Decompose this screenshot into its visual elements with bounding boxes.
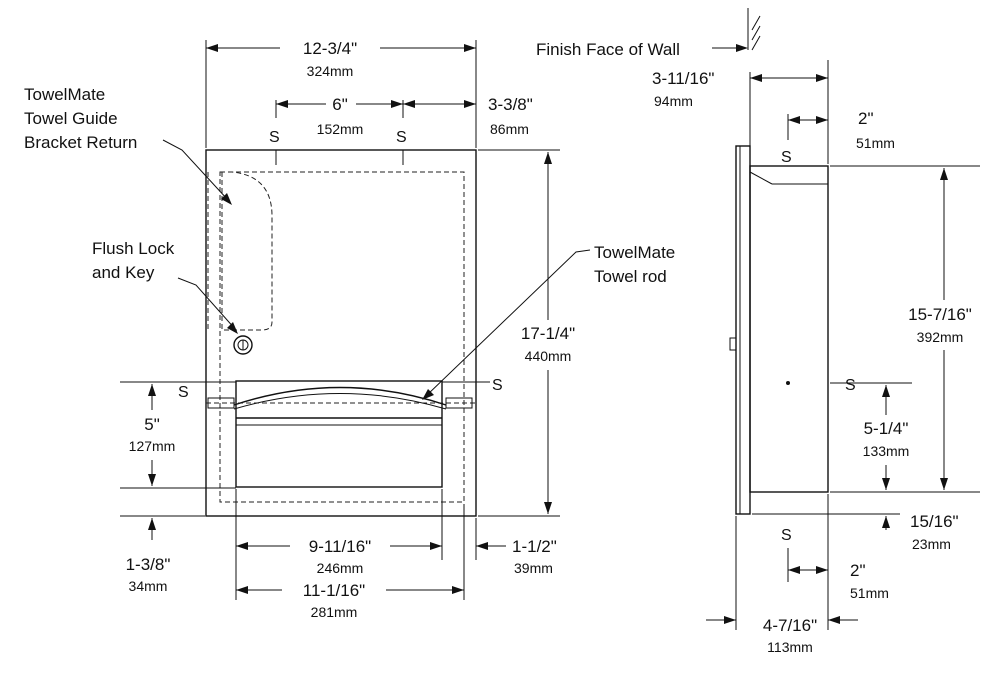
screw-symbol-top-right: S [396,129,407,146]
dim-screw-spacing-mm: 152mm [317,121,364,137]
dispensing-opening [235,380,443,488]
dim-screw-height: 5-1/4" [864,419,909,438]
callout-bracket-leader [162,139,229,201]
dim-side-margin-mm: 39mm [514,560,553,576]
front-flange-outline [205,149,477,517]
side-view: Finish Face of Wall 3-11/16" 94mm 2" 51m… [536,8,990,655]
dim-screw-height-mm: 133mm [863,443,910,459]
dim-inner-width: 11-1/16" [303,581,365,600]
side-lock-knob [729,337,737,351]
side-flange [735,145,751,515]
dim-body-height-mm: 392mm [917,329,964,345]
dim-top-screw-depth: 2" [858,109,874,128]
dim-overall-width-mm: 324mm [307,63,354,79]
dim-screw-spacing: 6" [332,95,348,114]
screw-symbol-right: S [492,377,503,394]
screw-symbol-top-left: S [269,129,280,146]
front-cabinet-hidden-outline [219,171,465,503]
towel-guide-bracket-shape [221,171,273,331]
callout-rod-line-2: Towel rod [594,267,667,286]
callout-lock-line-2: and Key [92,263,155,282]
towel-rod-arc [233,386,447,406]
screw-symbol-side-middle: S [845,377,856,394]
dim-screw-edge: 3-3/8" [488,95,533,114]
dim-total-depth-mm: 113mm [767,639,813,655]
callout-rod-line-1: TowelMate [594,243,675,262]
dim-overall-width: 12-3/4" [303,39,357,58]
dim-bottom-screw-depth-mm: 51mm [850,585,889,601]
callout-bracket-line-2: Towel Guide [24,109,118,128]
callout-lock-line-1: Flush Lock [92,239,175,258]
dim-side-screw-height-mm: 127mm [129,438,176,454]
dim-side-margin: 1-1/2" [512,537,557,556]
screw-symbol-side-top: S [781,149,792,166]
dim-inner-width-mm: 281mm [311,604,358,620]
screw-symbol-side-bottom: S [781,527,792,544]
dim-bottom-offset-mm: 34mm [129,578,168,594]
flush-lock-icon [233,335,253,355]
towel-rod-left-end [207,397,235,409]
dim-top-screw-depth-mm: 51mm [856,135,895,151]
callout-rod-leader [425,249,591,397]
callout-bracket-line-3: Bracket Return [24,133,137,152]
dim-total-depth: 4-7/16" [763,616,817,635]
dim-overall-height: 17-1/4" [521,324,575,343]
dim-projection-mm: 94mm [654,93,693,109]
dim-bottom-offset: 1-3/8" [126,555,171,574]
dim-bottom-gap: 15/16" [910,512,959,531]
callout-bracket-line-1: TowelMate [24,85,105,104]
dim-opening-width-mm: 246mm [317,560,364,576]
dim-projection: 3-11/16" [652,69,714,88]
front-view: S S S S 12-3/4" 324mm 6" 152mm 3-3/8" 86… [24,38,675,620]
side-screw-point [786,381,790,385]
dim-bottom-screw-depth: 2" [850,561,866,580]
screw-symbol-left: S [178,384,189,401]
towel-rod-right-end [445,397,473,409]
dim-bottom-gap-mm: 23mm [912,536,951,552]
callout-lock-leader [177,277,237,331]
dim-overall-height-mm: 440mm [525,348,572,364]
dim-opening-width: 9-11/16" [309,537,371,556]
dim-screw-edge-mm: 86mm [490,121,529,137]
callout-finish-face: Finish Face of Wall [536,40,680,59]
side-cabinet-body [749,165,829,493]
dim-body-height: 15-7/16" [908,305,972,324]
dim-side-screw-height: 5" [144,415,160,434]
